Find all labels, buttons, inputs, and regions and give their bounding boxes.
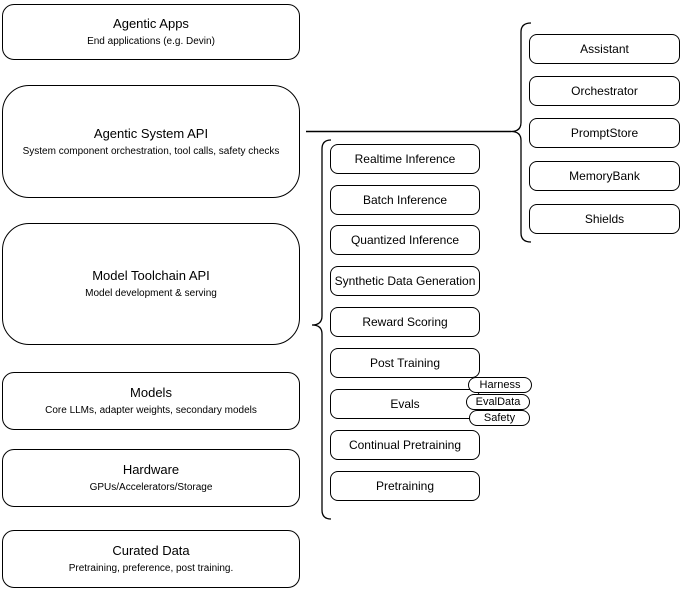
node-agentic-apps: Agentic Apps End applications (e.g. Devi… — [2, 4, 300, 60]
node-synthetic-data-generation: Synthetic Data Generation — [330, 266, 480, 296]
node-model-toolchain-api-subtitle: Model development & serving — [85, 288, 217, 299]
node-curated-data: Curated Data Pretraining, preference, po… — [2, 530, 300, 588]
toolchain-brace — [311, 139, 332, 520]
tag-harness: Harness — [468, 377, 532, 393]
node-models-subtitle: Core LLMs, adapter weights, secondary mo… — [45, 405, 257, 416]
node-models: Models Core LLMs, adapter weights, secon… — [2, 372, 300, 430]
node-post-training: Post Training — [330, 348, 480, 378]
node-hardware: Hardware GPUs/Accelerators/Storage — [2, 449, 300, 507]
node-model-toolchain-api: Model Toolchain API Model development & … — [2, 223, 300, 345]
node-agentic-apps-subtitle: End applications (e.g. Devin) — [87, 36, 215, 47]
node-shields: Shields — [529, 204, 680, 234]
tag-safety: Safety — [469, 410, 530, 426]
node-pretraining: Pretraining — [330, 471, 480, 501]
node-agentic-system-api: Agentic System API System component orch… — [2, 85, 300, 198]
node-curated-data-subtitle: Pretraining, preference, post training. — [68, 563, 234, 574]
node-hardware-title: Hardware — [122, 462, 180, 477]
node-models-title: Models — [130, 385, 172, 400]
node-quantized-inference: Quantized Inference — [330, 225, 480, 255]
tag-evaldata: EvalData — [466, 394, 530, 410]
node-agentic-apps-title: Agentic Apps — [113, 16, 189, 31]
node-promptstore: PromptStore — [529, 118, 680, 148]
node-assistant: Assistant — [529, 34, 680, 64]
system-components-brace — [510, 22, 532, 243]
node-orchestrator: Orchestrator — [529, 76, 680, 106]
node-realtime-inference: Realtime Inference — [330, 144, 480, 174]
node-curated-data-title: Curated Data — [112, 543, 190, 558]
node-memorybank: MemoryBank — [529, 161, 680, 191]
node-reward-scoring: Reward Scoring — [330, 307, 480, 337]
node-agentic-system-api-subtitle: System component orchestration, tool cal… — [22, 145, 280, 157]
node-continual-pretraining: Continual Pretraining — [330, 430, 480, 460]
node-hardware-subtitle: GPUs/Accelerators/Storage — [89, 482, 213, 493]
node-batch-inference: Batch Inference — [330, 185, 480, 215]
node-agentic-system-api-title: Agentic System API — [93, 125, 209, 141]
node-evals: Evals — [330, 389, 480, 419]
node-model-toolchain-api-title: Model Toolchain API — [92, 268, 210, 283]
